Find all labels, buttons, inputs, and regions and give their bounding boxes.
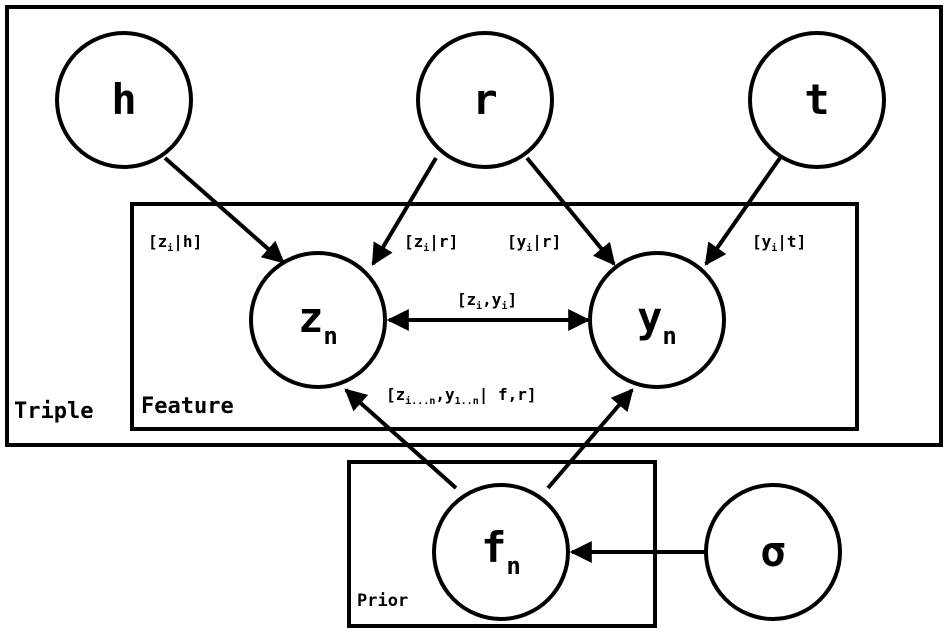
node-f-label: f [481, 523, 506, 572]
edge-r-to-z [371, 156, 438, 266]
edge-r-to-y [525, 156, 616, 266]
node-sigma-label: σ [760, 527, 785, 576]
node-z-subscript: n [323, 322, 337, 350]
triple-plate [5, 5, 943, 447]
node-h-label: h [111, 75, 136, 124]
edge-f-to-y [546, 388, 634, 490]
feature-plate-label: Feature [141, 394, 234, 419]
node-z: zn [249, 251, 387, 389]
node-f-subscript: n [506, 552, 520, 580]
svg-text:zn: zn [298, 293, 338, 350]
node-t-label: t [804, 75, 829, 124]
edge-label-prior-conditional: [zi...n,y1..n| f,r] [386, 385, 537, 407]
node-y-subscript: n [662, 322, 676, 350]
edge-label-y-given-r: [yi|r] [507, 232, 561, 254]
edge-label-z-given-r: [zi|r] [404, 232, 458, 254]
svg-text:fn: fn [481, 523, 521, 580]
node-f: fn [432, 483, 570, 621]
svg-text:t: t [804, 75, 829, 124]
node-z-label: z [298, 293, 323, 342]
node-y: yn [588, 251, 726, 389]
triple-plate-label: Triple [14, 399, 93, 424]
feature-plate [130, 202, 859, 431]
edge-f-to-z [344, 388, 458, 490]
prior-plate [347, 460, 657, 628]
svg-text:h: h [111, 75, 136, 124]
edge-t-to-y [704, 156, 782, 266]
node-sigma: σ [704, 483, 842, 621]
node-t: t [748, 31, 886, 169]
edge-h-to-z [163, 156, 285, 264]
edge-label-z-given-h: [zi|h] [148, 232, 202, 254]
svg-text:σ: σ [760, 527, 785, 576]
node-h: h [55, 31, 193, 169]
svg-text:yn: yn [637, 293, 677, 350]
node-y-label: y [637, 293, 662, 342]
edge-label-z-y: [zi,yi] [457, 290, 517, 312]
edge-label-y-given-t: [yi|t] [752, 232, 806, 254]
node-r-label: r [472, 75, 497, 124]
node-r: r [416, 31, 554, 169]
prior-plate-label: Prior [357, 591, 408, 611]
svg-text:r: r [472, 75, 497, 124]
